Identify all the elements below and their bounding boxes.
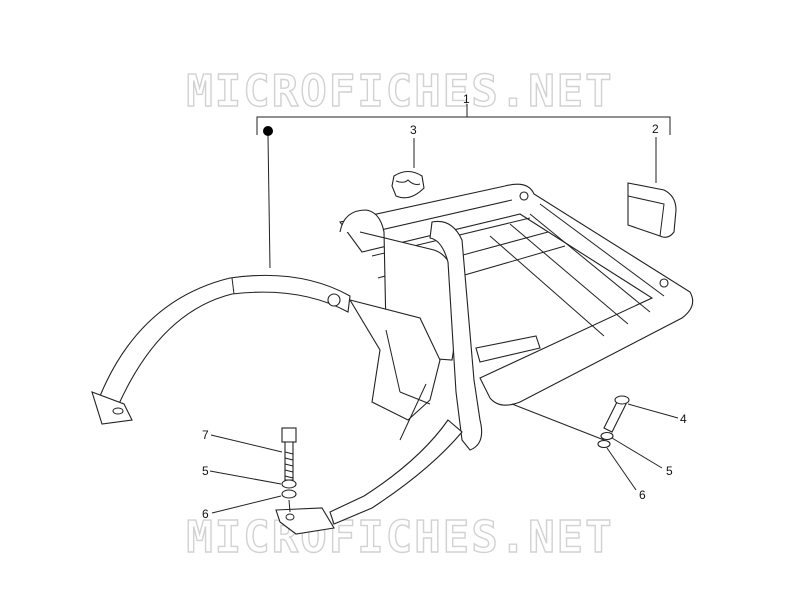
callout-6-right: 6 [639,488,646,502]
callout-6-left: 6 [202,507,209,521]
callout-3: 3 [410,123,417,137]
watermark-bottom: MICROFICHES.NET [186,511,614,563]
callout-4: 4 [680,412,687,426]
assembly-bracket [256,104,671,135]
watermark-top: MICROFICHES.NET [186,65,614,117]
washers-left [209,470,297,514]
callout-2: 2 [652,122,659,136]
part-4-bolt-right [603,395,679,433]
washers-right [597,431,663,491]
part-2-clip-cover [627,137,677,238]
part-3-tube-cap [391,138,425,199]
callout-1: 1 [463,92,470,106]
callout-5-right: 5 [666,464,673,478]
kit-marker [263,126,273,269]
rear-rack [91,183,694,535]
callout-5-left: 5 [202,464,209,478]
part-7-bolt-left [210,427,297,481]
callout-labels: 1 2 3 4 5 5 6 6 7 [202,92,687,521]
callout-7: 7 [202,428,209,442]
